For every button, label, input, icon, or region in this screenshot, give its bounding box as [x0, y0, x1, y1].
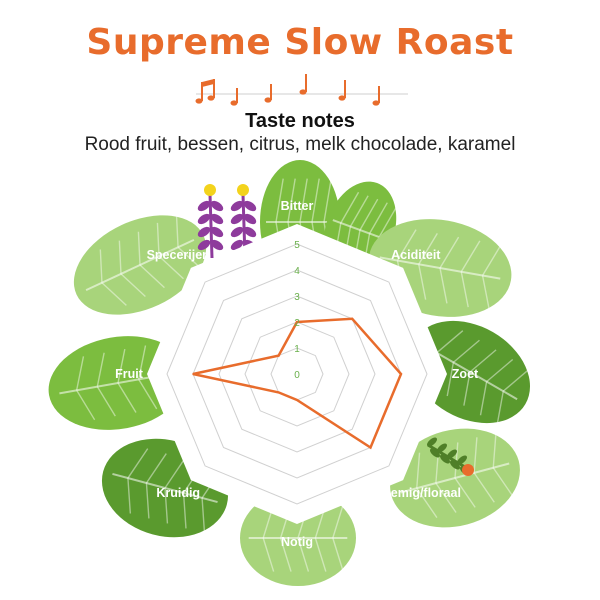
radar-point [296, 321, 298, 323]
radar-category-label: Notig [281, 535, 313, 549]
taste-notes-description: Rood fruit, bessen, citrus, melk chocola… [84, 134, 516, 155]
lavender-flower-icon [197, 184, 257, 259]
radar-tick-label: 0 [294, 370, 300, 381]
leaf-icon [73, 213, 207, 315]
radar-category-label: Bloemig/floraal [371, 486, 461, 500]
olive-sprig-icon [427, 437, 474, 476]
radar-category-label: Fruit [115, 367, 144, 381]
radar-point [351, 318, 354, 320]
radar-category-label: Specerijen [147, 248, 210, 262]
radar-tick-labels: 0 1 2 3 4 5 [294, 240, 300, 381]
radar-category-label: Zoet [452, 367, 479, 381]
radar-tick-label: 5 [294, 240, 300, 251]
radar-tick-label: 4 [294, 266, 300, 277]
radar-point [192, 373, 194, 375]
radar-point [277, 354, 280, 357]
radar-series [192, 317, 403, 450]
radar-ring [244, 321, 350, 427]
radar-grid [147, 224, 447, 524]
radar-category-label: Bitter [281, 199, 314, 213]
music-notes-icon [195, 74, 408, 106]
page-title: Supreme Slow Roast [86, 22, 514, 63]
radar-point [296, 399, 298, 401]
leaf-icon [409, 320, 531, 425]
radar-background [147, 224, 447, 524]
leaf-decoration [48, 160, 531, 586]
radar-category-label: Kruidig [156, 486, 200, 500]
radar-ring [192, 269, 402, 479]
radar-point [400, 373, 402, 375]
radar-chart: 0 1 2 3 4 5 BitterAciditeitZoetBloemig/floraa… [48, 160, 531, 586]
radar-tick-label: 3 [294, 292, 300, 303]
taste-notes-heading: Taste notes [245, 110, 355, 132]
radar-point [369, 446, 372, 449]
radar-tick-label: 1 [294, 344, 300, 355]
radar-ring [166, 243, 428, 505]
radar-ring [218, 295, 376, 453]
radar-point [277, 391, 280, 394]
radar-tick-label: 2 [294, 318, 300, 329]
radar-category-label: Aciditeit [391, 248, 441, 262]
